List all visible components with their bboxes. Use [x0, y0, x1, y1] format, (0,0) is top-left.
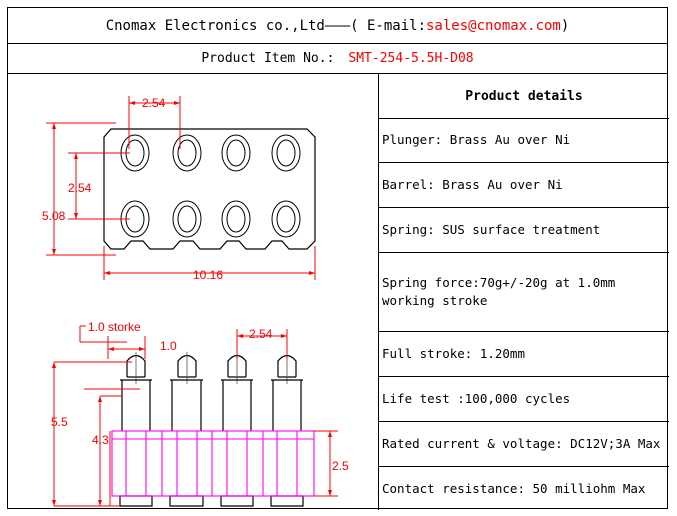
hole	[172, 200, 202, 238]
side-view: 1.0 storke 1.0 2.54 5.5 4.3 2.5	[51, 320, 349, 507]
dim-tip: 1.0	[160, 339, 177, 353]
hole	[226, 139, 246, 167]
hole	[276, 139, 296, 167]
product-details-title: Product details	[379, 74, 669, 119]
dim-pitch-x: 2.54	[142, 96, 166, 110]
dim-barrel-height: 4.3	[92, 433, 109, 447]
hole	[221, 200, 251, 238]
product-details-panel: Product details Plunger: Brass Au over N…	[379, 74, 669, 510]
side-view-dimensions	[52, 325, 338, 507]
top-view-body	[103, 128, 316, 250]
hole	[172, 134, 202, 172]
hole	[276, 205, 296, 233]
company-name: Cnomax Electronics co.,Ltd———( E-mail:	[105, 17, 426, 34]
pin	[119, 352, 153, 507]
hole	[177, 139, 197, 167]
dim-total-height: 5.5	[51, 415, 68, 429]
detail-spring-force: Spring force:70g+/-20g at 1.0mm working …	[379, 253, 669, 332]
company-header: Cnomax Electronics co.,Ltd———( E-mail: s…	[8, 8, 667, 44]
top-view: 2.54 2.54 5.08 10.16	[42, 96, 316, 282]
hole	[271, 200, 301, 238]
dim-width: 10.16	[193, 268, 223, 282]
email-link[interactable]: sales@cnomax.com	[426, 17, 561, 34]
pin	[169, 352, 204, 507]
product-item-row: Product Item No.: SMT-254-5.5H-D08	[8, 43, 667, 74]
dim-height: 5.08	[42, 209, 66, 223]
pin	[270, 352, 304, 507]
detail-contact-resistance: Contact resistance: 50 milliohm Max	[382, 480, 646, 496]
detail-barrel: Barrel: Brass Au over Ni	[379, 163, 669, 208]
insulator-base	[111, 430, 315, 497]
hole	[226, 205, 246, 233]
hole	[177, 205, 197, 233]
top-view-dimensions	[46, 96, 316, 280]
hole	[271, 134, 301, 172]
product-item-code: SMT-254-5.5H-D08	[348, 50, 474, 66]
drawing-svg: 2.54 2.54 5.08 10.16	[42, 96, 349, 507]
detail-rated-current: Rated current & voltage: DC12V;3A Max	[379, 422, 669, 467]
product-item-label: Product Item No.:	[201, 50, 335, 66]
hole	[221, 134, 251, 172]
bottom-row-holes	[120, 200, 301, 238]
detail-plunger: Plunger: Brass Au over Ni	[379, 118, 669, 163]
detail-life-test: Life test :100,000 cycles	[379, 377, 669, 422]
technical-drawing: 2.54 2.54 5.08 10.16	[8, 74, 379, 510]
header-close: )	[560, 17, 570, 34]
dim-side-pitch: 2.54	[249, 327, 273, 341]
detail-spring: Spring: SUS surface treatment	[379, 208, 669, 253]
top-row-holes	[120, 134, 301, 172]
dim-pitch-y: 2.54	[68, 181, 92, 195]
pin	[220, 352, 254, 507]
dim-stroke-label: 1.0 storke	[88, 320, 141, 334]
datasheet-frame: Cnomax Electronics co.,Ltd———( E-mail: s…	[7, 7, 669, 510]
detail-full-stroke: Full stroke: 1.20mm	[379, 332, 669, 377]
dim-base-height: 2.5	[332, 459, 349, 473]
